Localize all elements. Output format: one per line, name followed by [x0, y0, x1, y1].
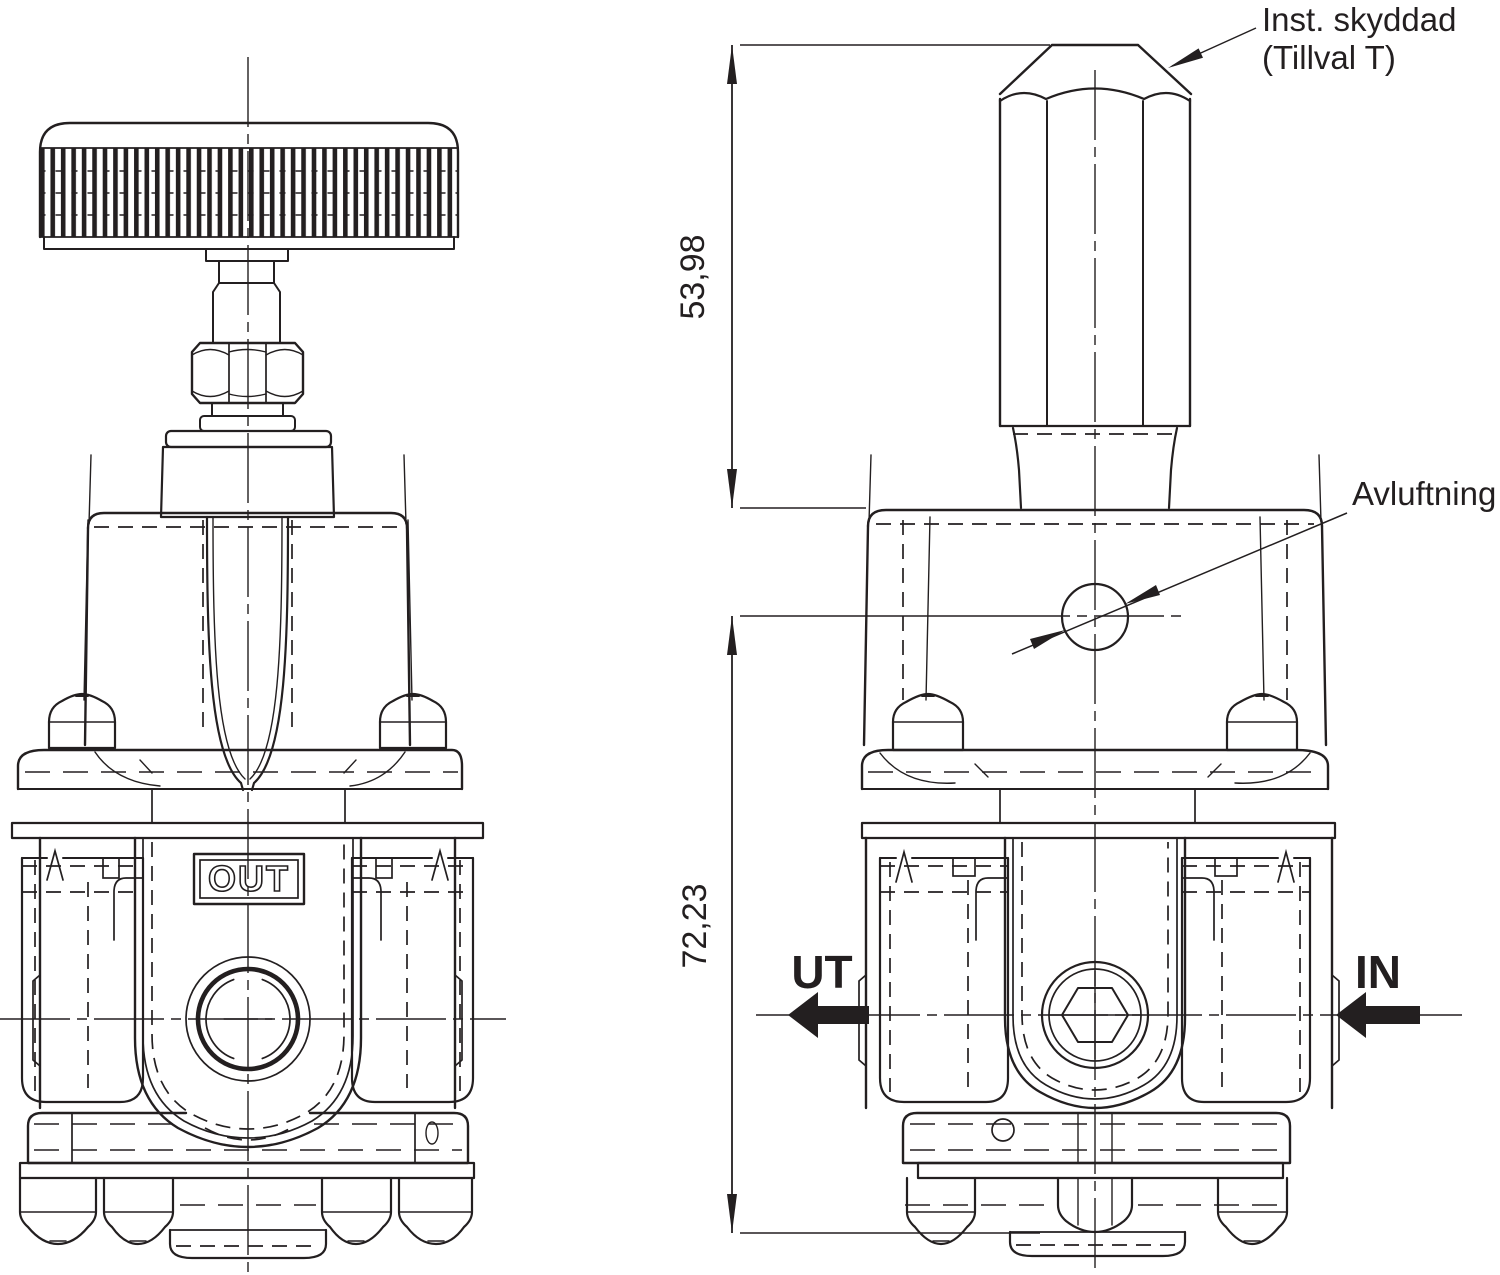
- dim-body-height: 72,23: [676, 615, 1185, 1234]
- bottom-plug: [168, 1228, 328, 1260]
- out-marking-plate: OUT: [192, 852, 306, 906]
- body-top-plate: [10, 821, 485, 840]
- body-top-plate-side: [860, 821, 1337, 840]
- base-plate-side: [916, 1161, 1285, 1180]
- spring-housing: [83, 454, 412, 792]
- dim-arrow-down-icon: [727, 1194, 737, 1233]
- leader-arrow-icon: [1030, 630, 1065, 649]
- vent-callout: Avluftning: [1011, 475, 1496, 655]
- dim-body-height-label: 72,23: [676, 883, 714, 968]
- front-view: OUT: [0, 57, 506, 1272]
- protected-adjustment-label-line2: (Tillval T): [1262, 39, 1396, 76]
- bonnet-side: [1011, 426, 1179, 510]
- adjustment-knob: [38, 121, 460, 250]
- base: [18, 1111, 476, 1260]
- body-side: [858, 836, 1340, 1110]
- jam-nut: [190, 341, 305, 405]
- mounting-bolts: [18, 1176, 474, 1260]
- dimensions: 53,98 72,23 Inst. skyddad (Tillval T) Av…: [674, 1, 1496, 1234]
- dim-cap-height: 53,98: [674, 44, 1050, 509]
- lobe-side-left: [878, 848, 1010, 1104]
- vent-hole: [1060, 582, 1130, 652]
- mounting-bolts-side: [905, 1176, 1290, 1258]
- outlet-label: UT: [791, 946, 852, 998]
- body-shoulder-side: [860, 748, 1337, 840]
- protective-cap: [998, 43, 1193, 435]
- lobe-side-right: [1180, 848, 1312, 1104]
- out-marking-label: OUT: [208, 858, 290, 899]
- dim-arrow-up-icon: [727, 616, 737, 655]
- dim-cap-height-label: 53,98: [674, 234, 712, 319]
- dim-arrow-up-icon: [727, 45, 737, 84]
- outlet-flow-arrow-icon: [788, 992, 869, 1038]
- body-shoulder: [10, 748, 485, 840]
- protected-adjustment-callout: Inst. skyddad (Tillval T): [1168, 1, 1456, 76]
- leader-arrow-icon: [1125, 585, 1160, 604]
- bonnet: [159, 445, 336, 519]
- inlet-label: IN: [1355, 946, 1401, 998]
- vent-label: Avluftning: [1352, 475, 1496, 512]
- center-pocket: [133, 836, 363, 1149]
- port-lobe-left: [20, 847, 145, 1104]
- dim-arrow-down-icon: [727, 469, 737, 508]
- spring-housing-side: [862, 454, 1328, 747]
- spindle-stack: [205, 248, 289, 344]
- leader-arrow-icon: [1168, 48, 1203, 68]
- protected-adjustment-label-line1: Inst. skyddad: [1262, 1, 1456, 38]
- center-pocket-side: [1003, 836, 1187, 1110]
- base-plate: [18, 1161, 476, 1180]
- body: OUT: [0, 836, 506, 1149]
- cover-screw-right: [378, 519, 448, 750]
- inlet-flow-arrow-icon: [1336, 992, 1420, 1038]
- cover-screw-left: [47, 519, 117, 750]
- side-view: UT IN: [756, 43, 1462, 1272]
- bottom-plug-side: [1008, 1230, 1187, 1258]
- base-side: [901, 1111, 1292, 1258]
